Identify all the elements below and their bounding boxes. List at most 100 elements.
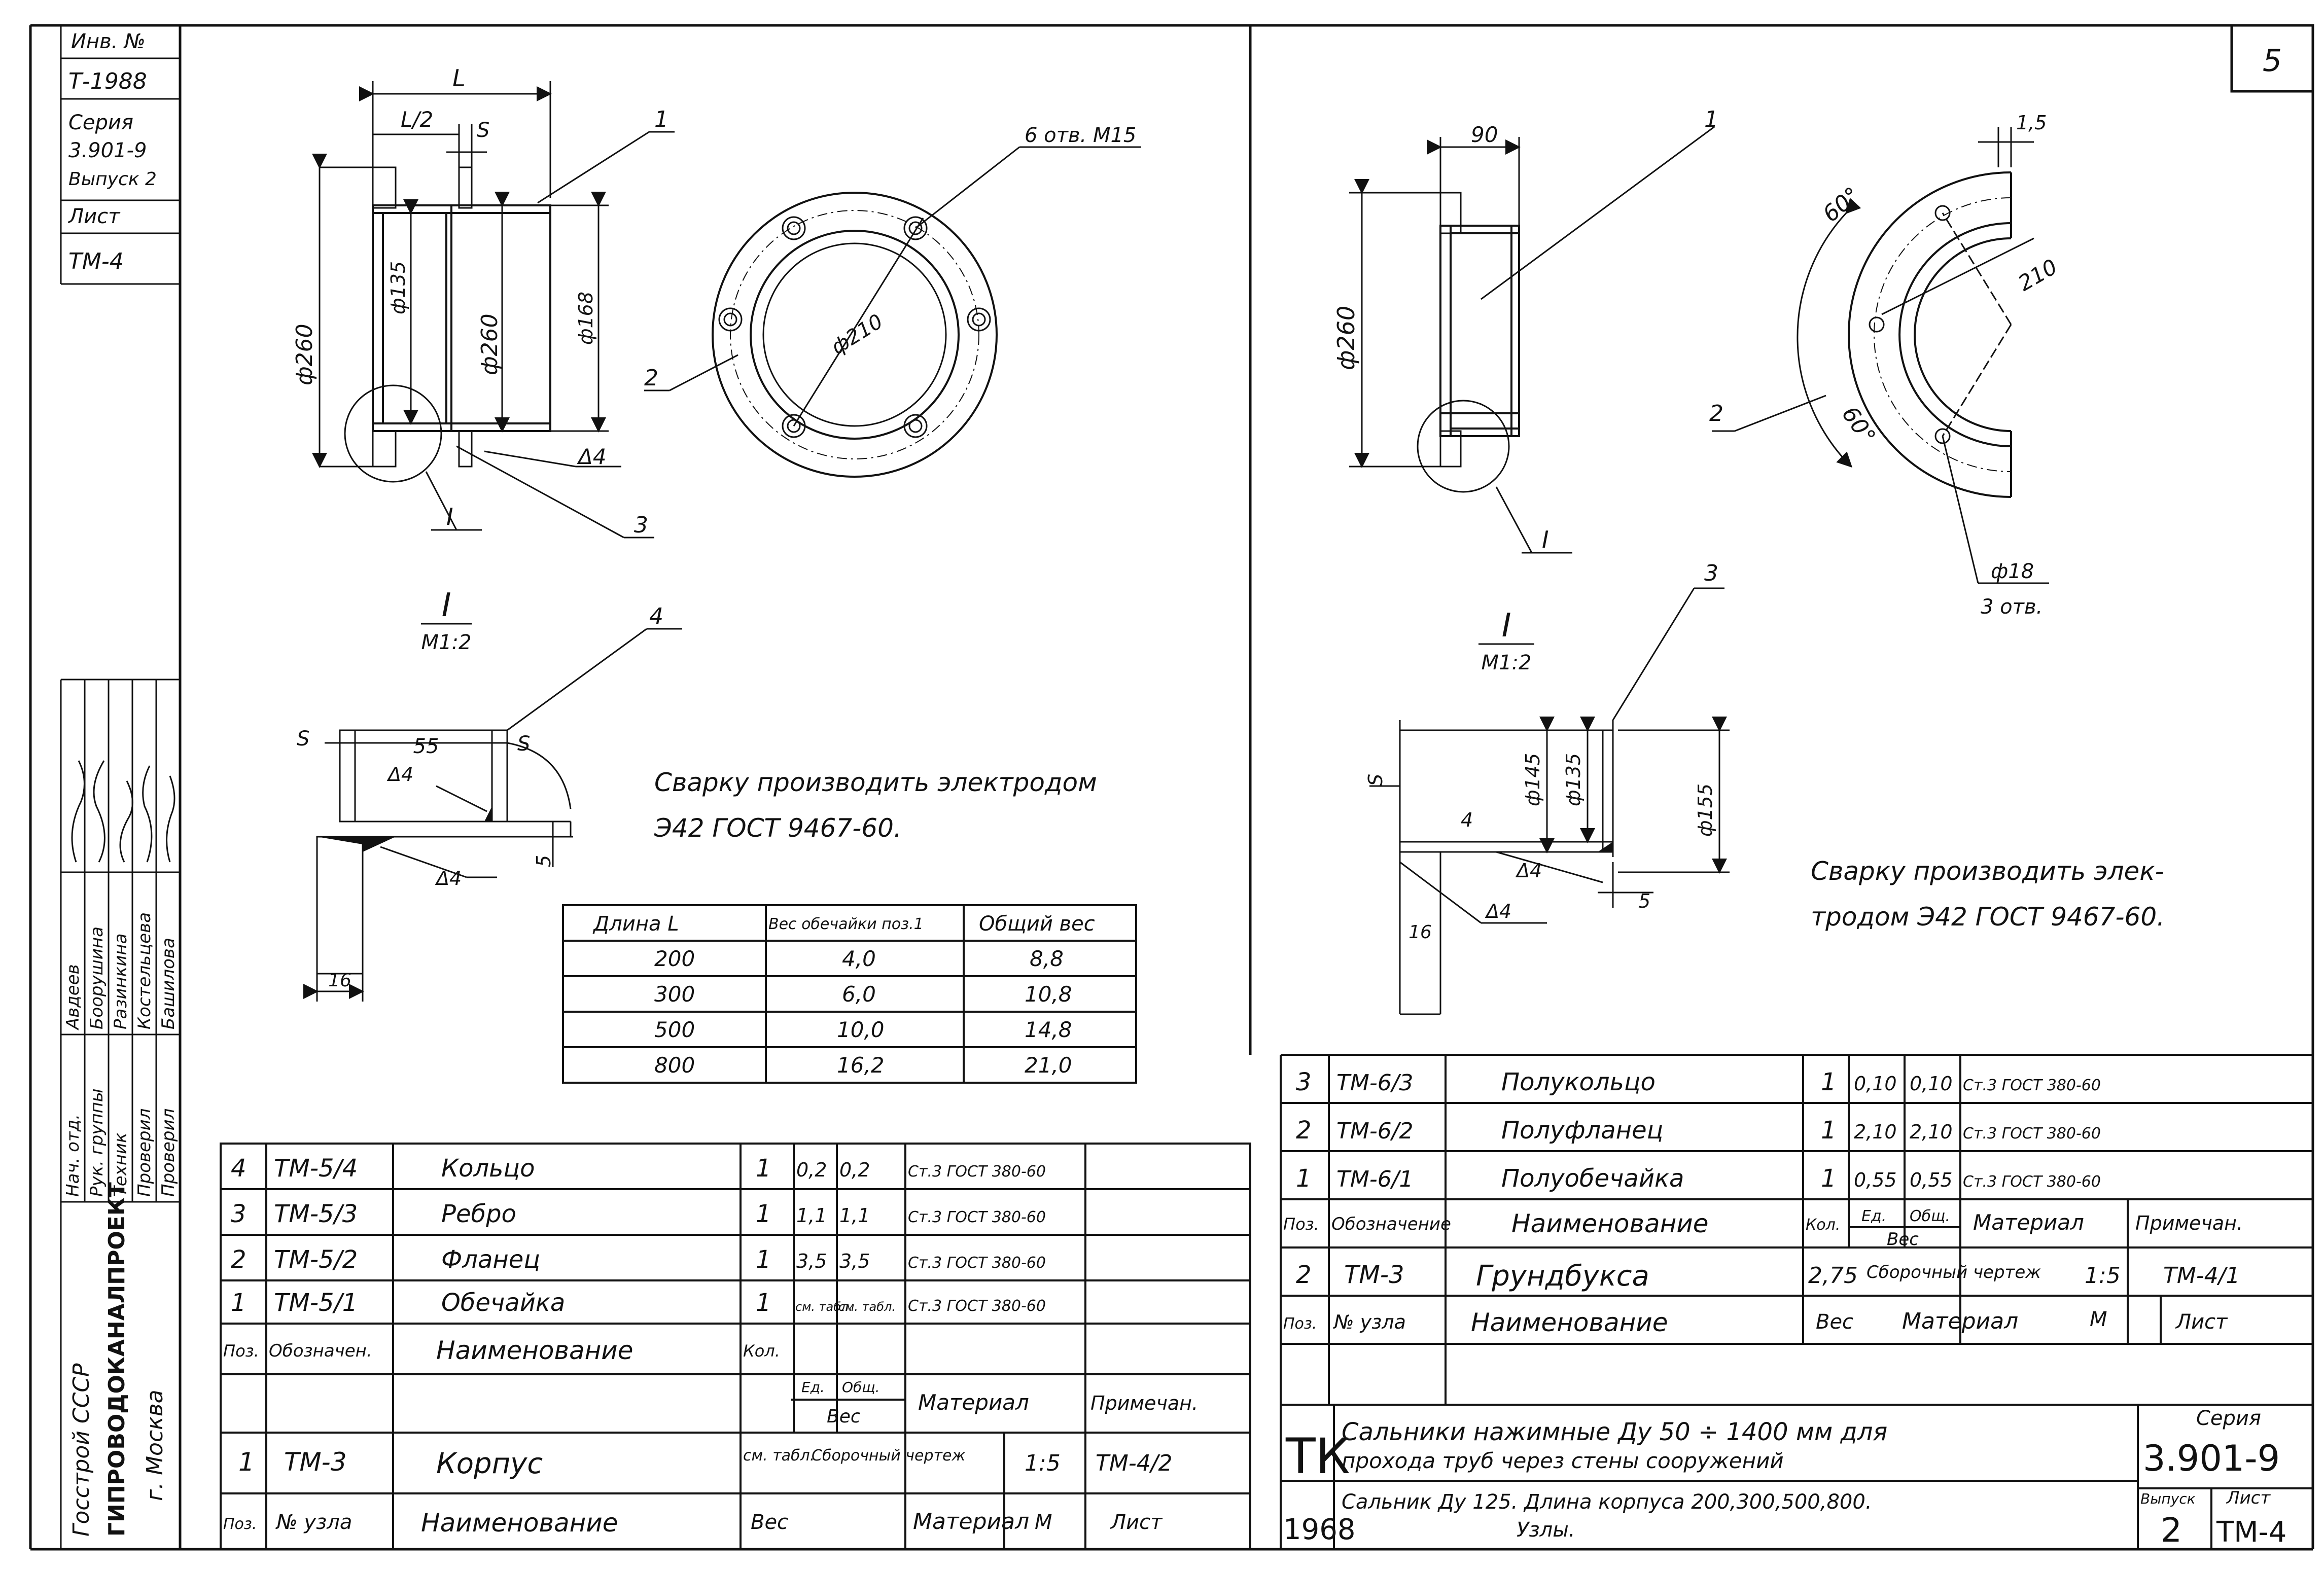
name-2: Боорушина [87, 926, 107, 1029]
r-spec-r2-mat: Ст.3 ГОСТ 380-60 [1963, 1125, 2101, 1143]
right-det-155: ф155 [1694, 783, 1716, 837]
l-spec-r1-w2: 0,2 [839, 1159, 870, 1181]
r-spec-r1-w1: 0,10 [1854, 1073, 1897, 1095]
flange-top-hatch [372, 166, 397, 209]
dim-90: 90 [1471, 122, 1498, 147]
dia-210-right: 210 [2014, 254, 2062, 296]
r-asm-weight: 2,75 [1808, 1263, 1858, 1289]
right-det-16: 16 [1409, 922, 1432, 943]
len-r1-c1: 200 [654, 946, 695, 971]
l-hdr-t: Общ. [842, 1379, 880, 1396]
r-asm-h-name: Наименование [1471, 1308, 1668, 1337]
l-asm-pos: 1 [238, 1447, 255, 1477]
l-asm-name: Корпус [436, 1447, 543, 1480]
r-hdr-pos: Поз. [1283, 1215, 1319, 1234]
detail-s-left: S [297, 727, 309, 751]
len-r4-c1: 800 [654, 1053, 695, 1078]
view-title-I: I [442, 587, 451, 624]
right-view-scale: М1:2 [1482, 651, 1532, 674]
r-spec-r1-mat: Ст.3 ГОСТ 380-60 [1963, 1077, 2101, 1094]
r-hdr-name: Наименование [1511, 1209, 1709, 1238]
holes-note: 6 отв. М15 [1025, 124, 1136, 147]
detail-weld-1 [317, 837, 396, 852]
name-1: Авдеев [63, 964, 83, 1030]
len-h2: Вес обечайки поз.1 [768, 915, 924, 933]
right-det-d4b: Δ4 [1485, 900, 1511, 922]
dim-s-top: S [477, 119, 489, 142]
left-detail-I: I М1:2 [297, 587, 682, 1002]
l-asm-h-pos: Поз. [223, 1515, 257, 1533]
role-5: Проверил [158, 1109, 179, 1197]
len-r4-c2: 16,2 [837, 1053, 885, 1078]
l-hdr-u: Ед. [801, 1379, 825, 1396]
org-city: г. Москва [142, 1389, 168, 1501]
right-det-135: ф135 [1562, 753, 1584, 806]
l-spec-r2-name: Ребро [441, 1200, 516, 1228]
right-section-view: 90 ф260 1 I [1332, 106, 1718, 554]
r-asm-h-node: № узла [1333, 1311, 1406, 1333]
r-asm-h-sheet: Лист [2175, 1310, 2228, 1334]
right-weld-note-line2: тродом Э42 ГОСТ 9467-60. [1811, 902, 2165, 932]
l-asm-h-name: Наименование [421, 1508, 618, 1538]
right-det-d4a: Δ4 [1515, 860, 1542, 882]
dia-135: ф135 [387, 261, 409, 314]
role-3: Техник [111, 1132, 131, 1197]
r-asm-sheet: ТМ-4/1 [2163, 1263, 2240, 1289]
l-spec-r3-pos: 2 [231, 1245, 247, 1274]
tb-series-label: Серия [2196, 1407, 2261, 1430]
len-r3-c3: 14,8 [1025, 1017, 1072, 1042]
r-hdr-des: Обозначение [1331, 1214, 1451, 1234]
len-h1: Длина L [592, 912, 679, 936]
tb-tk: ТК [1285, 1428, 1350, 1485]
left-spec-table: 4 ТМ-5/4 Кольцо 1 0,2 0,2 Ст.3 ГОСТ 380-… [220, 1143, 1251, 1550]
l-asm-node: ТМ-3 [284, 1447, 347, 1477]
len-r1-c3: 8,8 [1030, 946, 1064, 971]
r-asm-h-m: М [2090, 1308, 2107, 1331]
len-r3-c1: 500 [654, 1017, 695, 1042]
strip-series-value: 3.901-9 [68, 139, 147, 162]
r-spec-r2-des: ТМ-6/2 [1336, 1118, 1414, 1144]
rib-top-hatch [458, 166, 473, 209]
right-detail-I: I М1:2 S ф145 [1364, 560, 1730, 1015]
detail-s-right: S [517, 732, 530, 756]
l-asm-h-m: М [1035, 1511, 1052, 1534]
len-r2-c3: 10,8 [1025, 982, 1072, 1007]
role-2: Рук. группы [87, 1088, 107, 1197]
left-weld-note-line2: Э42 ГОСТ 9467-60. [654, 813, 902, 843]
callout-1: 1 [654, 106, 668, 132]
callout-4: 4 [649, 603, 663, 629]
l-spec-r1-name: Кольцо [441, 1154, 535, 1183]
l-spec-r2-qty: 1 [756, 1200, 771, 1228]
l-asm-weight: см. табл. [743, 1447, 815, 1465]
right-halfflange-plan: 60° 60° 210 1,5 2 ф18 3 отв. [1709, 112, 2061, 619]
right-callout-2: 2 [1709, 401, 1723, 426]
strip-issue-value: Выпуск 2 [68, 169, 157, 190]
r-spec-r1-qty: 1 [1821, 1068, 1837, 1096]
tb-series-value: 3.901-9 [2143, 1438, 2280, 1479]
detail-flange-hatch [316, 836, 364, 975]
right-callout-1: 1 [1704, 106, 1718, 132]
holes-count: 3 отв. [1981, 595, 2043, 619]
signature-scribbles [71, 760, 175, 863]
r-spec-r3-mat: Ст.3 ГОСТ 380-60 [1963, 1173, 2101, 1191]
len-r3-c2: 10,0 [837, 1017, 885, 1042]
l-spec-r2-pos: 3 [231, 1200, 247, 1228]
l-spec-r3-des: ТМ-5/2 [274, 1245, 358, 1274]
r-spec-r3-pos: 1 [1296, 1164, 1312, 1193]
r-asm-mat: Сборочный чертеж [1867, 1262, 2041, 1282]
right-weld-note-line1: Сварку производить элек- [1811, 857, 2164, 886]
name-4: Костельцева [134, 912, 155, 1029]
r-spec-r2-qty: 1 [1821, 1116, 1837, 1145]
inv-value: Т-1988 [68, 68, 147, 94]
l-spec-r4-w2: см. табл. [838, 1300, 896, 1314]
r-spec-r3-des: ТМ-6/1 [1336, 1166, 1414, 1192]
l-spec-r3-qty: 1 [756, 1245, 771, 1274]
strip-sheet-label: Лист [67, 205, 121, 228]
tb-issue-value: 2 [2161, 1511, 2182, 1550]
l-hdr-des: Обозначен. [269, 1341, 372, 1361]
l-hdr-w: Вес [827, 1406, 861, 1427]
l-asm-h-node: № узла [275, 1511, 352, 1534]
l-asm-mat: Сборочный чертеж [812, 1447, 965, 1465]
l-spec-r4-des: ТМ-5/1 [274, 1289, 358, 1317]
l-spec-r3-w2: 3,5 [839, 1250, 870, 1272]
